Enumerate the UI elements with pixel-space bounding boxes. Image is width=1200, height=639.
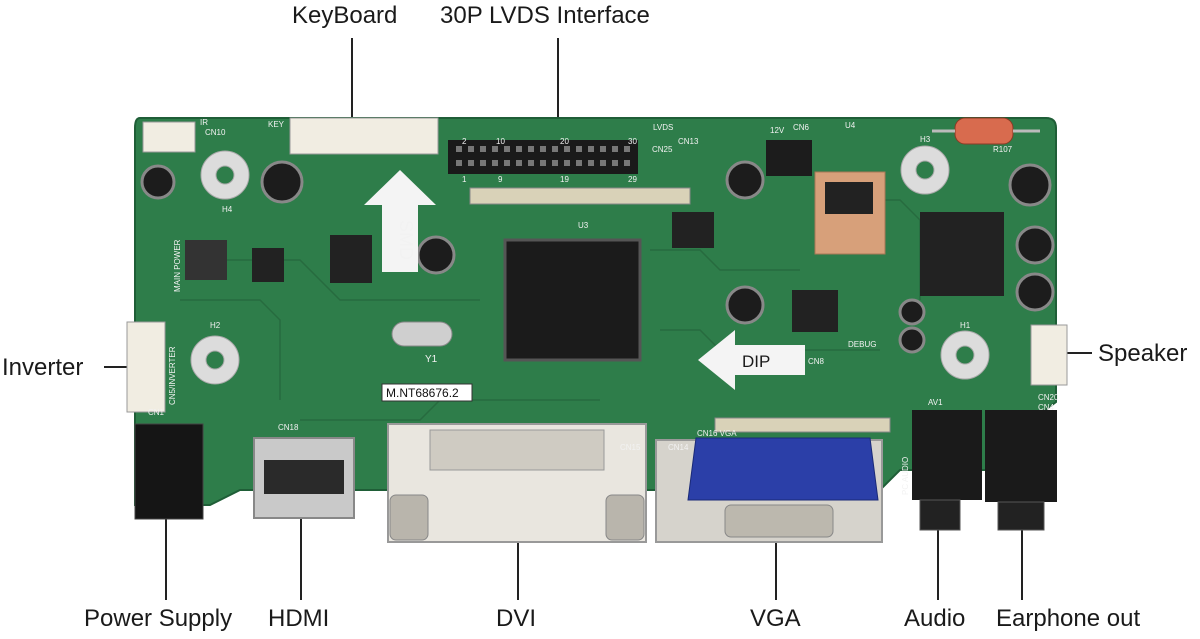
ic-u1 [792,290,838,332]
lvds-pad-row [469,187,691,205]
silk-cn1: CN1 [148,408,165,417]
ic-u7 [330,235,372,283]
silk-key: KEY [268,120,285,129]
silk-av1: AV1 [928,398,943,407]
pad-strip [714,417,891,433]
speaker-label: Speaker [1098,340,1188,367]
silk-pin-30: 30 [628,137,637,146]
silk-cn25: CN25 [652,145,673,154]
silk-pin-29: 29 [628,175,637,184]
main-ic [503,238,642,362]
power-jack [134,423,204,520]
crystal-y1 [391,321,453,347]
model-box [381,383,473,402]
silk-pin-19: 19 [560,175,569,184]
silk-pin-9: 9 [498,175,503,184]
y1-label: Y1 [425,354,438,365]
keyboard-label: KeyBoard [292,2,398,29]
keyboard-connector [289,117,439,155]
silk-pin-20: 20 [560,137,569,146]
ir-connector [142,121,196,153]
silk-cn8: CN8 [808,357,825,366]
audio-label: Audio [904,605,966,632]
silk-pin-1: 1 [462,175,467,184]
smd-arrow [364,170,436,272]
silk-ir: IR [200,118,208,127]
silk-cn13: CN13 [678,137,699,146]
earphone-label: Earphone out [996,605,1141,632]
silk-r107: R107 [993,145,1013,154]
model-label: M.NT68676.2 [386,386,459,400]
silk-cn15: CN15 [620,443,641,452]
dvi-label: DVI [496,605,537,632]
silk-u4: U4 [845,121,856,130]
silk-12v: 12V [770,126,785,135]
hdmi-label: HDMI [268,605,330,632]
silk-lvds: LVDS [653,123,673,132]
lvds-label: 30P LVDS Interface [440,2,650,29]
silk-cn14: CN14 [668,443,689,452]
silk-debug: DEBUG [848,340,876,349]
dip-label: DIP [742,352,770,371]
ic-ld1 [185,240,227,280]
ic-u6 [920,212,1004,296]
vga-label: VGA [750,605,801,632]
silk-inverter-cn: CN5/INVERTER [168,346,177,405]
audio-jack [912,410,982,500]
earphone-jack [985,410,1057,502]
regulator-u4 [825,182,873,214]
silk-cn18: CN18 [278,423,299,432]
silk-pin-2: 2 [462,137,467,146]
capacitors [140,160,1055,354]
inverter-label: Inverter [2,354,84,381]
silk-h3: H3 [920,135,931,144]
ic-u5 [672,212,714,248]
silk-cn10: CN10 [205,128,226,137]
lvds-header [448,140,638,174]
silk-h1: H1 [960,321,971,330]
silk-cn4: CN4 [1038,403,1055,412]
lvds-pins [456,146,630,166]
speaker-connector [1030,324,1068,386]
mounting-holes [190,145,990,385]
silk-u3: U3 [578,221,589,230]
silk-h4: H4 [222,205,233,214]
smd-label: SMD [396,220,416,260]
resistor-r107 [954,117,1014,145]
inverter-connector [126,321,166,413]
dip-arrow [698,330,805,390]
silk-pin-10: 10 [496,137,505,146]
silk-cn16-vga: CN16 VGA [697,429,737,438]
silk-h2: H2 [210,321,221,330]
silk-main-power: MAIN POWER [173,239,182,292]
ic-ud1 [252,248,284,282]
jumper-12v [766,140,812,176]
silk-cn6: CN6 [793,123,810,132]
silk-pc-audio: PC AUDIO [901,457,910,495]
power-supply-label: Power Supply [84,605,233,632]
silk-cn20: CN20 [1038,393,1059,402]
